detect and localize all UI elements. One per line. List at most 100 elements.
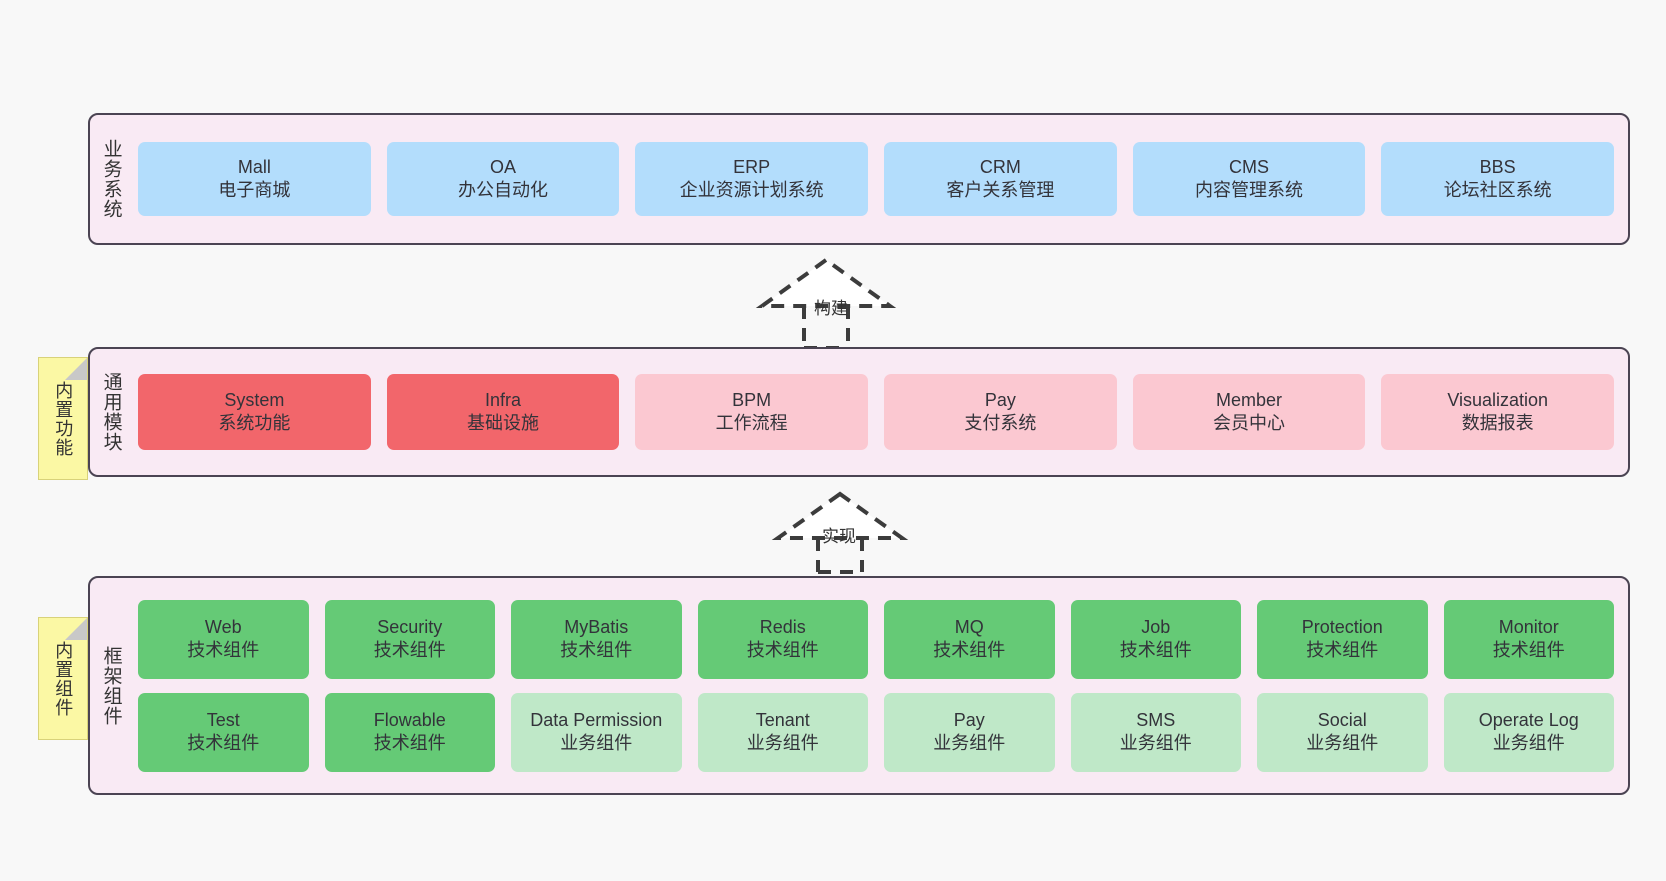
component-subtitle: 业务组件	[1119, 733, 1192, 753]
note-builtin-components: 内置组件	[38, 617, 88, 740]
arrow-head-triangle	[771, 491, 909, 540]
arrow-head-triangle	[755, 257, 897, 308]
component-box-mybatis[interactable]: MyBatis 技术组件	[511, 599, 682, 679]
module-subtitle: 会员中心	[1213, 413, 1286, 433]
module-box-pay[interactable]: Pay 支付系统	[884, 374, 1117, 450]
component-subtitle: 技术组件	[1306, 640, 1379, 660]
component-name: Tenant	[755, 709, 810, 730]
arrow-implement: 实现	[770, 491, 920, 574]
component-name: SMS	[1136, 709, 1176, 730]
component-name: Security	[377, 616, 443, 637]
arrow-label-implement: 实现	[822, 527, 856, 546]
component-box-web[interactable]: Web 技术组件	[138, 599, 309, 679]
module-box-crm[interactable]: CRM 客户关系管理	[884, 142, 1117, 216]
layer-body-business-systems: Mall 电子商城 OA 办公自动化 ERP 企业资源计划系统 CRM 客户关系…	[132, 115, 1628, 243]
module-box-cms[interactable]: CMS 内容管理系统	[1132, 142, 1366, 216]
layer-body-framework-components: Web 技术组件 Security 技术组件 MyBatis 技术组件 Redi…	[132, 578, 1628, 793]
module-box-bbs[interactable]: BBS 论坛社区系统	[1381, 142, 1615, 216]
component-name: Flowable	[373, 709, 446, 730]
module-subtitle: 客户关系管理	[946, 180, 1055, 200]
component-subtitle: 技术组件	[560, 640, 633, 660]
layer-business-systems: 业务系统 Mall 电子商城 OA 办公自动化 ERP 企业资源计划系统 CRM…	[88, 113, 1630, 245]
component-box-tenant[interactable]: Tenant 业务组件	[697, 692, 868, 772]
layer-row: Web 技术组件 Security 技术组件 MyBatis 技术组件 Redi…	[138, 599, 1614, 679]
component-box-redis[interactable]: Redis 技术组件	[697, 599, 868, 679]
layer-row: Mall 电子商城 OA 办公自动化 ERP 企业资源计划系统 CRM 客户关系…	[138, 142, 1615, 216]
module-name: System	[224, 389, 285, 410]
module-subtitle: 工作流程	[715, 413, 788, 433]
module-name: Member	[1216, 389, 1283, 410]
component-box-mq[interactable]: MQ 技术组件	[884, 599, 1055, 679]
module-box-system[interactable]: System 系统功能	[138, 374, 371, 450]
module-subtitle: 基础设施	[467, 413, 539, 433]
component-subtitle: 业务组件	[1306, 733, 1379, 753]
module-subtitle: 系统功能	[218, 413, 291, 433]
module-subtitle: 企业资源计划系统	[679, 180, 824, 200]
arrow-stem	[816, 538, 864, 574]
component-subtitle: 业务组件	[933, 733, 1006, 753]
module-subtitle: 内容管理系统	[1195, 180, 1304, 200]
note-label: 内置功能	[53, 380, 74, 457]
component-box-sms[interactable]: SMS 业务组件	[1070, 692, 1241, 772]
module-box-infra[interactable]: Infra 基础设施	[386, 374, 620, 450]
component-subtitle: 技术组件	[373, 640, 446, 660]
component-subtitle: 技术组件	[373, 733, 446, 753]
layer-label-business-systems: 业务系统	[100, 139, 122, 219]
layer-body-common-modules: System 系统功能 Infra 基础设施 BPM 工作流程 Pay 支付系统…	[132, 349, 1628, 475]
component-box-social[interactable]: Social 业务组件	[1257, 692, 1428, 772]
module-box-visualization[interactable]: Visualization 数据报表	[1381, 374, 1615, 450]
component-subtitle: 业务组件	[746, 733, 819, 753]
component-box-protection[interactable]: Protection 技术组件	[1257, 599, 1428, 679]
component-box-data-permission[interactable]: Data Permission 业务组件	[511, 692, 682, 772]
component-subtitle: 技术组件	[746, 640, 819, 660]
module-name: Infra	[484, 389, 522, 410]
component-subtitle: 技术组件	[1492, 640, 1565, 660]
module-box-erp[interactable]: ERP 企业资源计划系统	[635, 142, 869, 216]
module-subtitle: 电子商城	[218, 180, 291, 200]
component-name: Operate Log	[1478, 709, 1579, 730]
module-subtitle: 办公自动化	[458, 180, 548, 200]
component-subtitle: 业务组件	[1492, 733, 1565, 753]
layer-label-framework-components: 框架组件	[100, 645, 122, 726]
layer-label-common-modules: 通用模块	[100, 372, 122, 452]
component-name: Pay	[953, 709, 985, 730]
module-name: BPM	[732, 389, 772, 410]
component-box-test[interactable]: Test 技术组件	[138, 692, 309, 772]
component-name: Test	[206, 709, 240, 730]
module-box-oa[interactable]: OA 办公自动化	[386, 142, 620, 216]
component-name: Monitor	[1498, 616, 1559, 637]
component-name: Job	[1141, 616, 1171, 637]
layer-row: System 系统功能 Infra 基础设施 BPM 工作流程 Pay 支付系统…	[138, 374, 1615, 450]
component-box-job[interactable]: Job 技术组件	[1070, 599, 1241, 679]
module-box-member[interactable]: Member 会员中心	[1132, 374, 1366, 450]
layer-framework-components: 框架组件 Web 技术组件 Security 技术组件 MyBatis 技术组件…	[88, 576, 1630, 795]
module-name: Visualization	[1447, 389, 1549, 410]
module-box-bpm[interactable]: BPM 工作流程	[635, 374, 869, 450]
component-subtitle: 技术组件	[1119, 640, 1192, 660]
module-name: Mall	[237, 156, 271, 177]
component-name: Social	[1317, 709, 1367, 730]
component-subtitle: 技术组件	[933, 640, 1006, 660]
component-subtitle: 技术组件	[187, 733, 260, 753]
component-name: Redis	[759, 616, 806, 637]
component-box-pay[interactable]: Pay 业务组件	[884, 692, 1055, 772]
component-name: MyBatis	[564, 616, 629, 637]
arrow-build: 构建	[755, 257, 906, 350]
module-subtitle: 数据报表	[1461, 413, 1534, 433]
module-name: BBS	[1479, 156, 1516, 177]
module-name: CMS	[1229, 156, 1270, 177]
component-box-flowable[interactable]: Flowable 技术组件	[324, 692, 495, 772]
module-name: CRM	[979, 156, 1021, 177]
module-box-mall[interactable]: Mall 电子商城	[138, 142, 371, 216]
component-box-security[interactable]: Security 技术组件	[324, 599, 495, 679]
module-name: ERP	[733, 156, 771, 177]
component-name: Data Permission	[530, 709, 663, 730]
component-box-operate-log[interactable]: Operate Log 业务组件	[1443, 692, 1614, 772]
component-box-monitor[interactable]: Monitor 技术组件	[1443, 599, 1614, 679]
component-name: Protection	[1301, 616, 1383, 637]
module-name: Pay	[984, 389, 1016, 410]
module-subtitle: 论坛社区系统	[1443, 180, 1552, 200]
note-label: 内置组件	[53, 640, 74, 717]
arrow-label-build: 构建	[814, 299, 848, 318]
